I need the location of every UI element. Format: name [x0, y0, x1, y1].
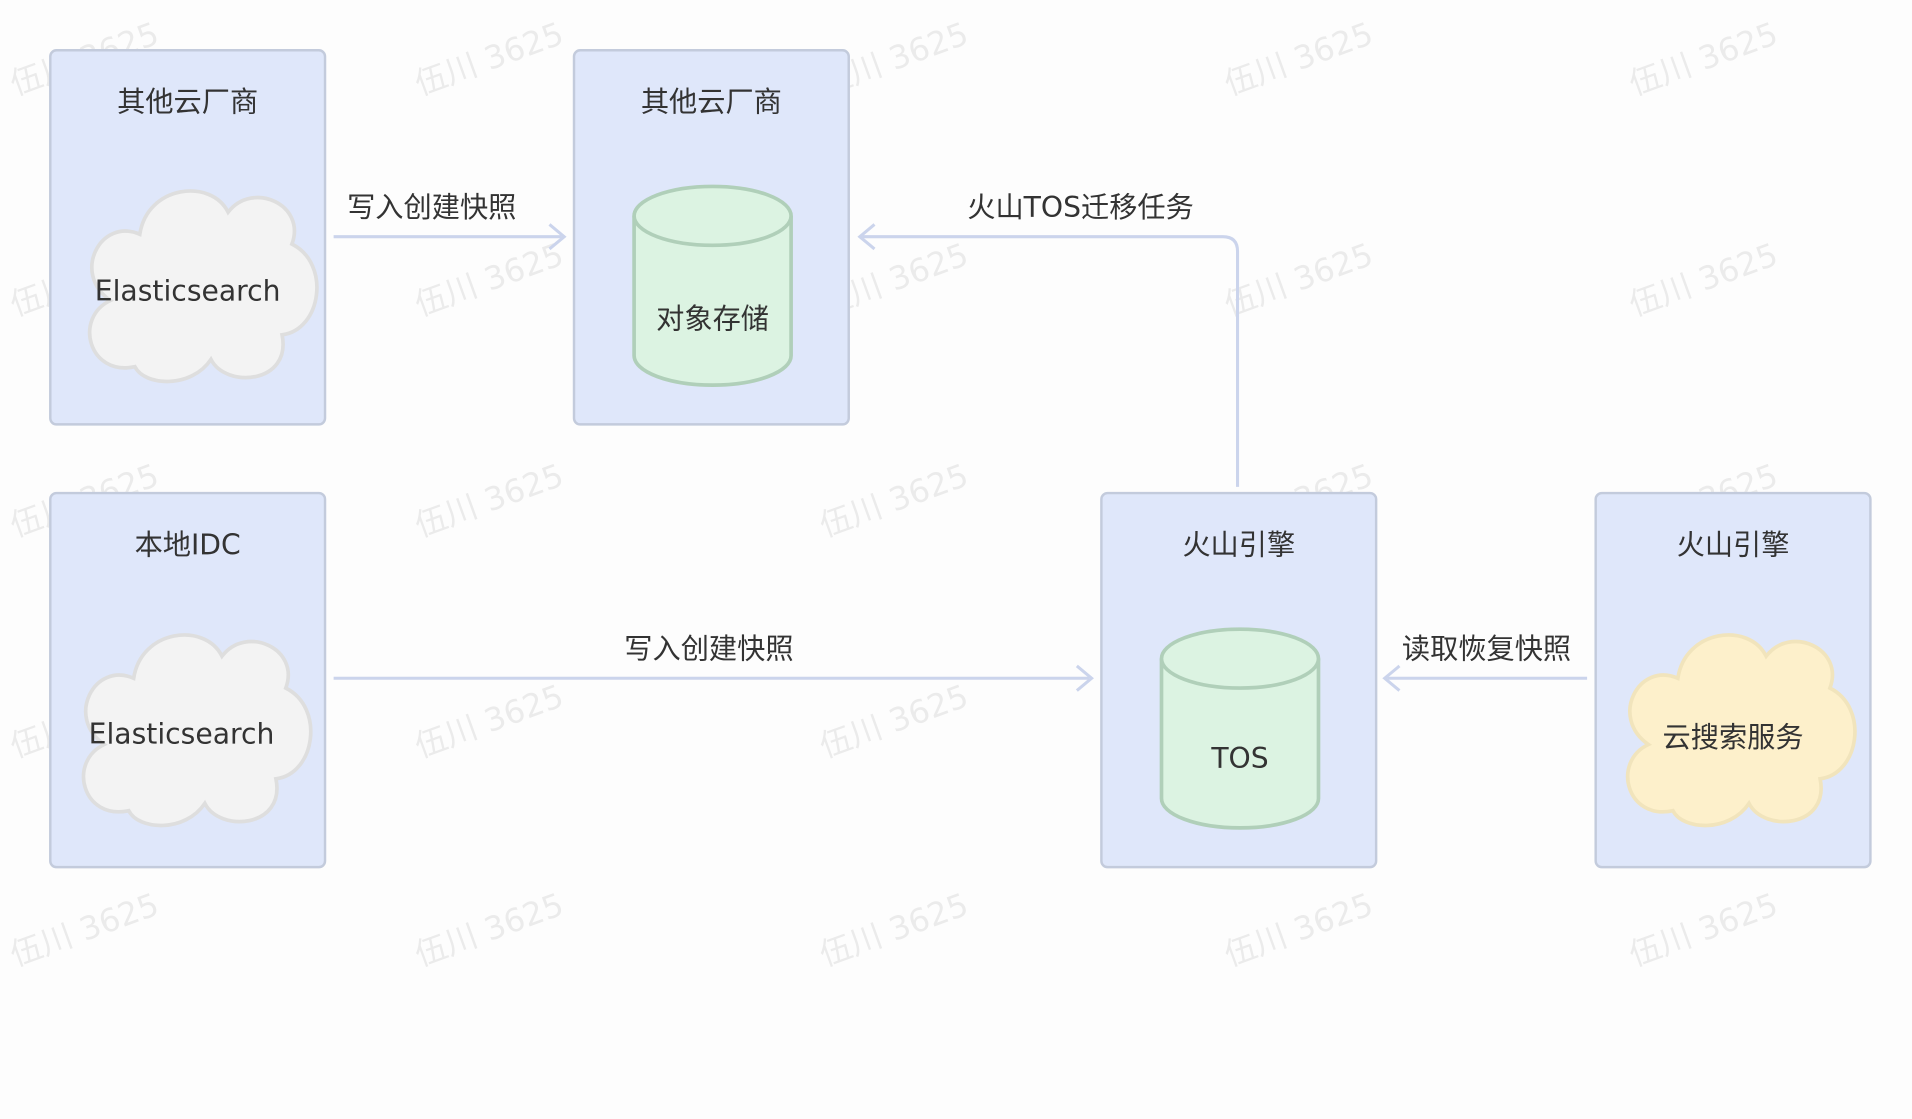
edge-layer — [333, 223, 1588, 692]
edge-g5-g4-label: 读取恢复快照 — [1401, 634, 1572, 666]
group-title: 本地IDC — [134, 529, 241, 562]
node-label-cloud-search: 云搜索服务 — [1662, 722, 1804, 755]
group-volcengine-search: 火山引擎 云搜索服务 — [1594, 491, 1872, 869]
group-other-cloud-storage: 其他云厂商 对象存储 — [572, 49, 850, 426]
edge-g1-g2-label: 写入创建快照 — [347, 192, 517, 225]
node-label-elasticsearch: Elasticsearch — [88, 718, 275, 751]
cloud-shape — [87, 189, 319, 384]
node-label-object-storage: 对象存储 — [656, 304, 770, 337]
edge-g3-g4-arrowhead — [1075, 664, 1094, 692]
edge-g4-g2-line — [862, 235, 1240, 487]
edge-g3-g4-label: 写入创建快照 — [624, 634, 794, 666]
edge-g4-g2-arrowhead — [857, 223, 876, 251]
cloud-shape — [81, 633, 313, 828]
group-other-cloud-es: 其他云厂商 Elasticsearch — [49, 49, 327, 426]
edge-g4-g2-label: 火山TOS迁移任务 — [967, 192, 1194, 225]
cylinder-shape — [1159, 627, 1321, 830]
cylinder-shape — [632, 184, 793, 387]
group-title: 火山引擎 — [1182, 529, 1296, 562]
group-title: 其他云厂商 — [117, 87, 259, 119]
group-title: 其他云厂商 — [640, 87, 782, 119]
edge-g5-g4-arrowhead — [1382, 664, 1401, 692]
group-volcengine-tos: 火山引擎 TOS — [1100, 491, 1378, 869]
edge-g1-g2-arrowhead — [548, 223, 567, 251]
group-local-idc: 本地IDC Elasticsearch — [49, 491, 327, 869]
node-label-tos: TOS — [1211, 743, 1269, 776]
node-label-elasticsearch: Elasticsearch — [94, 275, 281, 308]
group-title: 火山引擎 — [1676, 529, 1790, 562]
cloud-shape — [1625, 633, 1857, 828]
